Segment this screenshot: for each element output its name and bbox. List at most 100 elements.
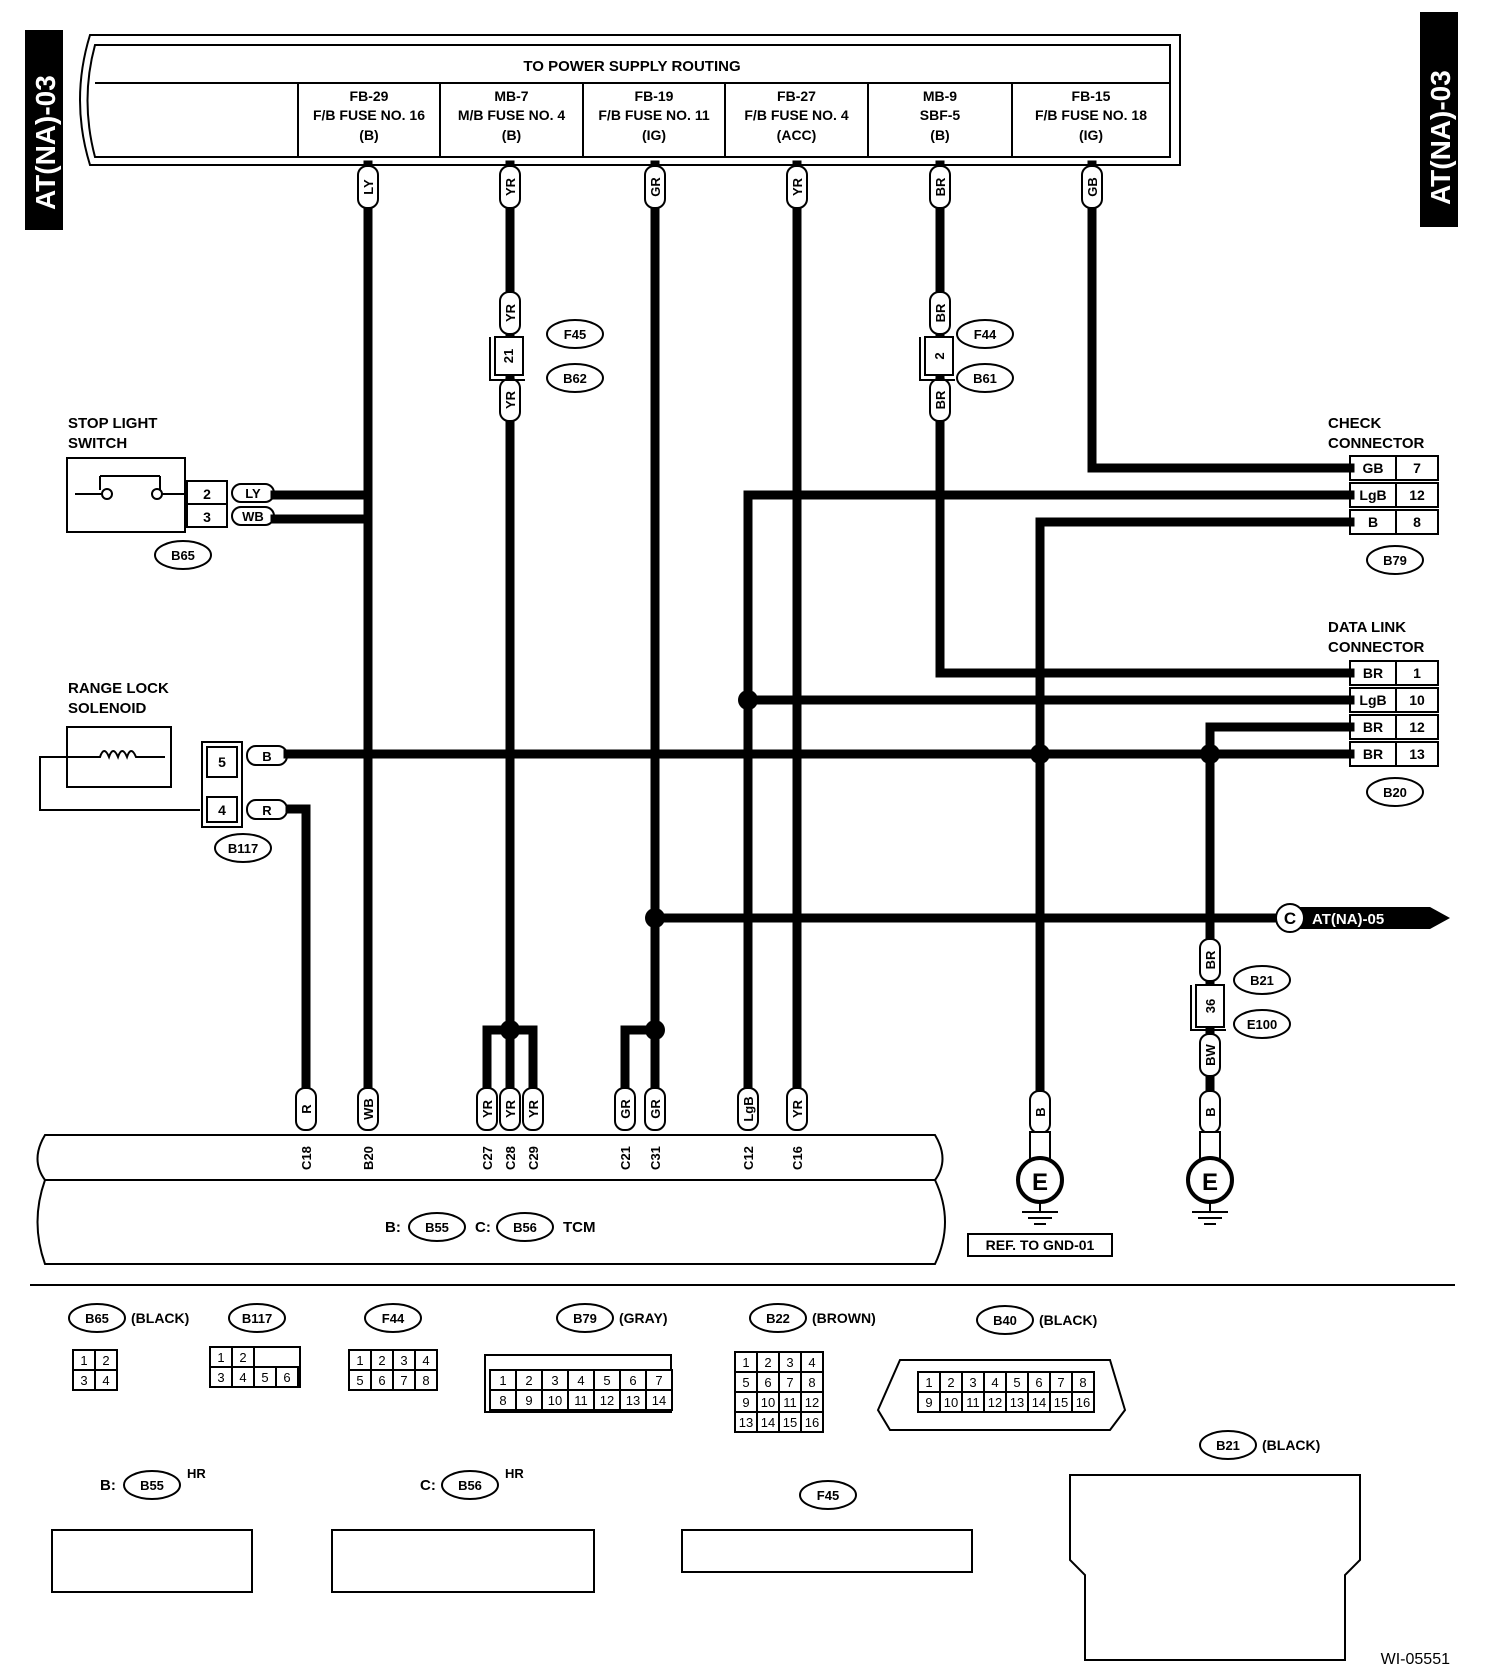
pin-cell: 1 (742, 1355, 749, 1370)
svg-text:FB-19: FB-19 (635, 88, 674, 104)
pin-cell: 15 (783, 1415, 797, 1430)
pin-cell: 8 (808, 1375, 815, 1390)
pin-cell: 2 (947, 1375, 954, 1390)
svg-text:BW: BW (1203, 1043, 1218, 1065)
pin-cell: 3 (551, 1373, 558, 1388)
svg-text:C:: C: (475, 1219, 491, 1236)
figure-id: WI-05551 (1381, 1651, 1450, 1668)
pin-cell: 11 (574, 1393, 588, 1408)
wire-color-label: GB (1081, 165, 1103, 209)
f44-tag: F44 (974, 327, 997, 342)
svg-text:B20: B20 (1383, 785, 1407, 800)
fuse-cell: MB-7M/B FUSE NO. 4(B) (458, 88, 566, 143)
pin-cell: 4 (422, 1353, 429, 1368)
pin-cell: 16 (1076, 1395, 1090, 1410)
pin-cell: 13 (626, 1393, 640, 1408)
pin-cell: 4 (239, 1370, 246, 1385)
pin-cell: 14 (761, 1415, 775, 1430)
pin-cell: 12 (600, 1393, 614, 1408)
connector-id: B65 (85, 1311, 109, 1326)
page-tag-left-text: AT(NA)-03 (30, 75, 61, 210)
svg-text:BR: BR (933, 390, 948, 409)
svg-text:E: E (1202, 1169, 1218, 1196)
pin-cell: 6 (1035, 1375, 1042, 1390)
svg-text:B:: B: (100, 1477, 116, 1494)
svg-text:YR: YR (503, 390, 518, 409)
pin-cell: 1 (925, 1375, 932, 1390)
svg-text:C29: C29 (526, 1146, 541, 1170)
pin-cell: 2 (525, 1373, 532, 1388)
stop-light-switch-label-2: SWITCH (68, 435, 127, 452)
wire-color-label: YR (499, 378, 521, 422)
pin-cell: 2 (764, 1355, 771, 1370)
pin-cell: 7 (655, 1373, 662, 1388)
wire-color-label: B (1199, 1090, 1221, 1134)
svg-text:B: B (1203, 1107, 1218, 1116)
f44-pin: 2 (932, 352, 947, 359)
svg-text:E: E (1032, 1169, 1048, 1196)
svg-text:B56: B56 (513, 1220, 537, 1235)
pin-cell: 14 (652, 1393, 666, 1408)
svg-text:R: R (299, 1104, 314, 1114)
pin-cell: 4 (102, 1373, 109, 1388)
svg-text:(IG): (IG) (642, 127, 666, 143)
wire-color-label: BR (929, 378, 951, 422)
pin-cell: 7 (400, 1373, 407, 1388)
power-supply-frame-inner (86, 44, 1171, 158)
svg-text:GR: GR (648, 1099, 663, 1119)
svg-text:HR: HR (505, 1466, 524, 1481)
wire-color-label: BR (929, 291, 951, 335)
data-link-label-1: DATA LINK (1328, 619, 1406, 636)
pin-cell: 2 (378, 1353, 385, 1368)
connector-id: F45 (817, 1488, 839, 1503)
pin-cell: 13 (1010, 1395, 1024, 1410)
offpage-arrow (1285, 907, 1450, 929)
connector-color: (BROWN) (812, 1310, 876, 1326)
svg-text:(B): (B) (359, 127, 378, 143)
check-connector-label-1: CHECK (1328, 415, 1382, 432)
svg-text:GR: GR (648, 177, 663, 197)
pin-cell: 6 (283, 1370, 290, 1385)
b21-tag: B21 (1250, 973, 1274, 988)
svg-text:MB-9: MB-9 (923, 88, 957, 104)
svg-text:BR: BR (933, 303, 948, 322)
svg-text:FB-27: FB-27 (777, 88, 816, 104)
connector-id: B22 (766, 1311, 790, 1326)
connector-id: F44 (382, 1311, 405, 1326)
pin-cell: 6 (629, 1373, 636, 1388)
pin-cell: 9 (925, 1395, 932, 1410)
pin-cell: 12 (805, 1395, 819, 1410)
pin-cell: 10 (761, 1395, 775, 1410)
pin-cell: 3 (80, 1373, 87, 1388)
pin-cell: 5 (742, 1375, 749, 1390)
svg-text:B65: B65 (171, 548, 195, 563)
pin-cell: 1 (217, 1350, 224, 1365)
connector-id: B21 (1216, 1438, 1240, 1453)
pin-number: 13 (1409, 746, 1425, 762)
pin-cell: 5 (356, 1373, 363, 1388)
pin-wire: B (1368, 514, 1378, 530)
pin-cell: 6 (764, 1375, 771, 1390)
svg-text:YR: YR (503, 1099, 518, 1118)
ground-2: E (1186, 1131, 1234, 1225)
tcm-label: TCM (563, 1219, 596, 1236)
svg-text:(B): (B) (930, 127, 949, 143)
ground-ref: REF. TO GND-01 (986, 1237, 1095, 1253)
b117-pin-a: 5 (218, 754, 226, 770)
pin-cell: 1 (356, 1353, 363, 1368)
pin-cell: 14 (1032, 1395, 1046, 1410)
pin-cell: 3 (969, 1375, 976, 1390)
b65-connector-tag (154, 540, 212, 570)
pin-cell: 8 (422, 1373, 429, 1388)
svg-text:MB-7: MB-7 (494, 88, 528, 104)
pin-cell: 16 (805, 1415, 819, 1430)
b117-connector-tag (214, 833, 272, 863)
svg-text:C31: C31 (648, 1146, 663, 1170)
pin-number: 10 (1409, 692, 1425, 708)
check-connector-label-2: CONNECTOR (1328, 435, 1425, 452)
